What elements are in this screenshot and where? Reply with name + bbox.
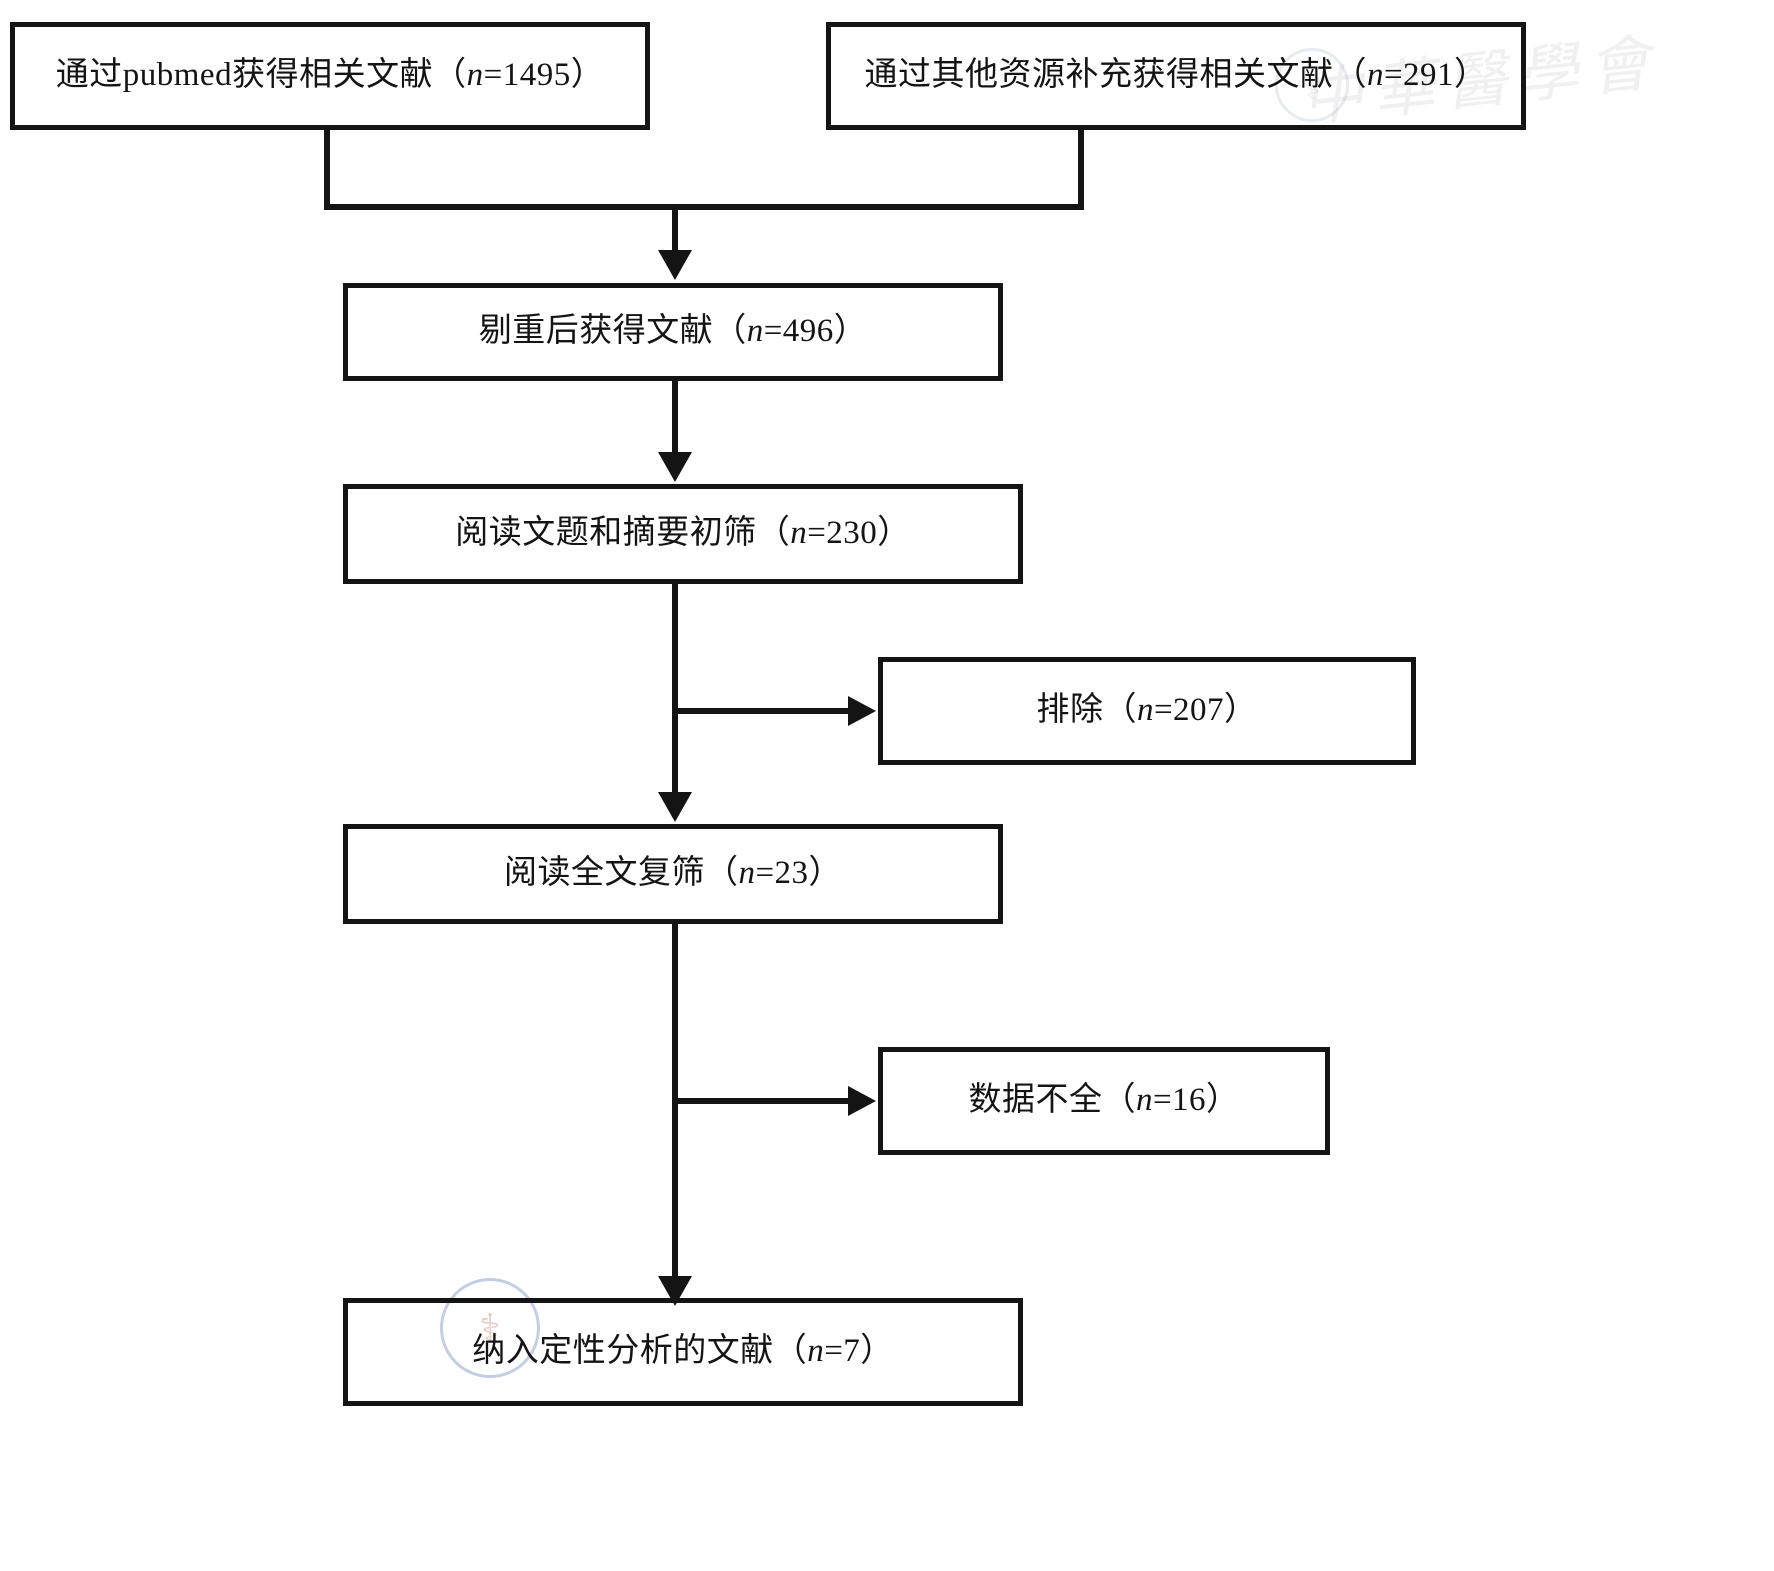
node-incomplete-data: 数据不全（n=16） (878, 1047, 1330, 1155)
node-screen-fulltext-label: 阅读全文复筛（n=23） (503, 855, 843, 892)
arrowhead-to-screen-title-abstract (658, 452, 692, 482)
node-screen-title-abstract: 阅读文题和摘要初筛（n=230） (343, 484, 1023, 584)
node-screen-title-abstract-label: 阅读文题和摘要初筛（n=230） (455, 515, 911, 552)
node-incomplete-data-label: 数据不全（n=16） (968, 1082, 1240, 1119)
node-included: 纳入定性分析的文献（n=7） (343, 1298, 1023, 1406)
connector-screen-trunk-down (672, 584, 678, 796)
node-source-other: 通过其他资源补充获得相关文献（n=291） (826, 22, 1526, 130)
arrowhead-to-dedup (658, 250, 692, 280)
connector-to-excluded (672, 708, 856, 714)
connector-other-down (1078, 130, 1084, 210)
arrowhead-to-screen-fulltext (658, 792, 692, 822)
node-dedup: 剔重后获得文献（n=496） (343, 283, 1003, 381)
connector-to-incomplete-data (672, 1098, 856, 1104)
node-source-pubmed-label: 通过pubmed获得相关文献（n=1495） (55, 57, 605, 94)
node-source-other-label: 通过其他资源补充获得相关文献（n=291） (864, 57, 1488, 94)
node-excluded: 排除（n=207） (878, 657, 1416, 765)
node-excluded-label: 排除（n=207） (1036, 692, 1258, 729)
connector-pubmed-down (324, 130, 330, 210)
node-dedup-label: 剔重后获得文献（n=496） (478, 313, 868, 350)
arrowhead-to-incomplete-data (848, 1086, 876, 1116)
connector-merge-down (672, 204, 678, 256)
connector-dedup-down (672, 381, 678, 456)
arrowhead-to-excluded (848, 696, 876, 726)
connector-merge-horizontal (324, 204, 1084, 210)
node-included-label: 纳入定性分析的文献（n=7） (472, 1333, 894, 1370)
node-source-pubmed: 通过pubmed获得相关文献（n=1495） (10, 22, 650, 130)
node-screen-fulltext: 阅读全文复筛（n=23） (343, 824, 1003, 924)
